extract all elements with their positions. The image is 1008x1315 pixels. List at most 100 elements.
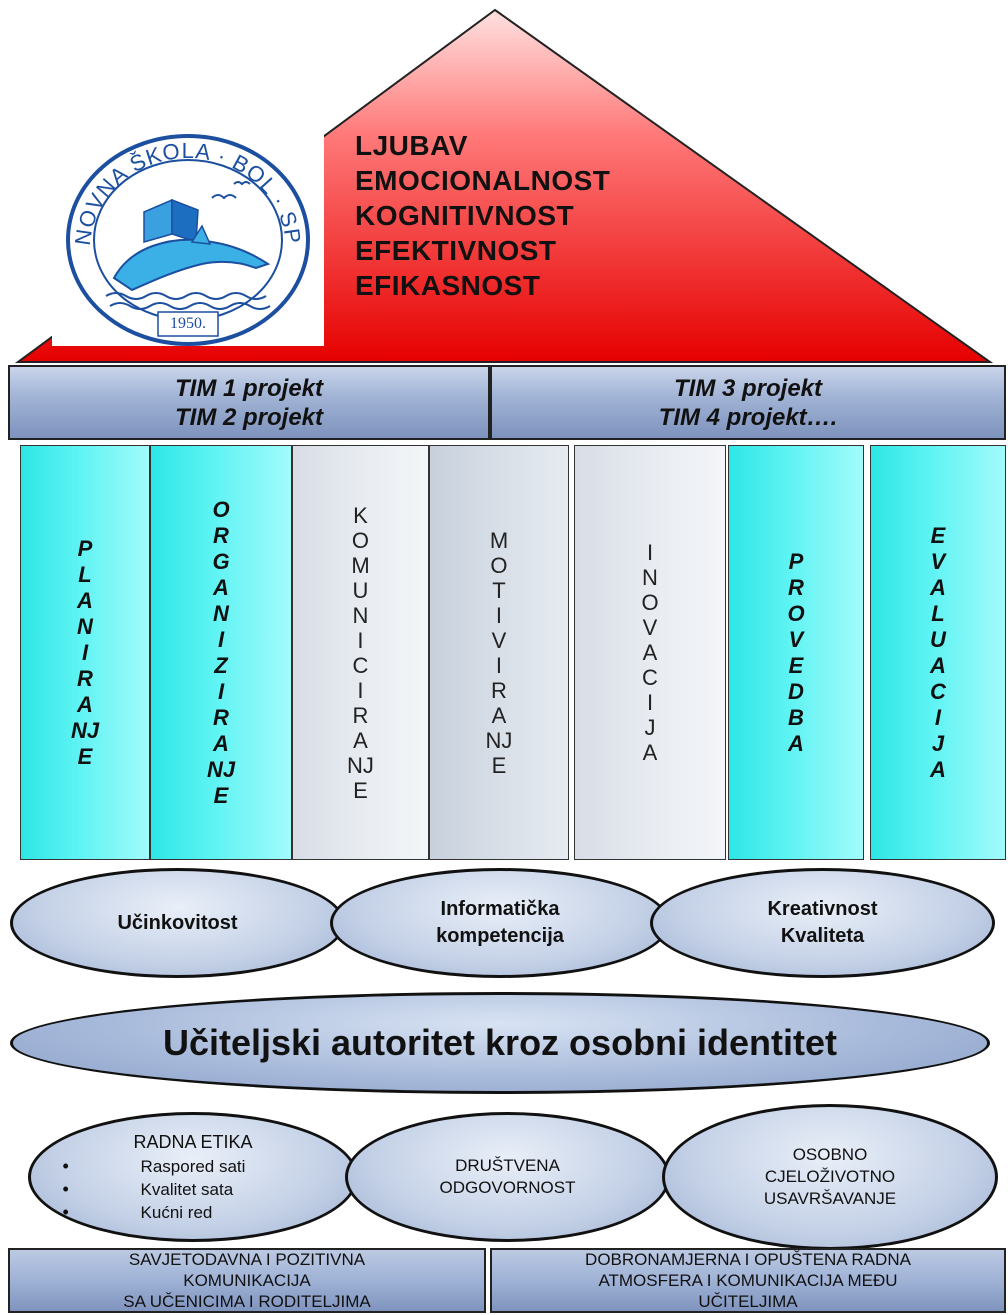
foundation-right: DOBRONAMJERNA I OPUŠTENA RADNA ATMOSFERA… bbox=[490, 1248, 1006, 1313]
foundation-line: UČITELJIMA bbox=[698, 1292, 798, 1311]
oval-text: Informatička bbox=[440, 898, 560, 920]
pillar-letter: N bbox=[352, 602, 369, 628]
pillar-letter: L bbox=[931, 600, 945, 626]
pillar-letter: J bbox=[931, 730, 945, 756]
pillar-letter: B bbox=[788, 704, 804, 730]
pillar-letter: A bbox=[77, 691, 93, 717]
pillar-letter: V bbox=[491, 627, 507, 653]
pillar-letter: I bbox=[646, 690, 654, 715]
pillar-letter: D bbox=[788, 678, 804, 704]
oval-informaticka-kompetencija: Informatička kompetencija bbox=[330, 868, 670, 978]
pillar-letter: V bbox=[930, 548, 946, 574]
oval-ucinkovitost: Učinkovitost bbox=[10, 868, 345, 978]
pillar-letter: P bbox=[77, 535, 93, 561]
oval-text: DRUŠTVENA bbox=[455, 1156, 560, 1175]
roof-values: LJUBAV EMOCIONALNOST KOGNITIVNOST EFEKTI… bbox=[355, 128, 610, 303]
pillar-letter: C bbox=[352, 652, 369, 678]
foundation-left: SAVJETODAVNA I POZITIVNA KOMUNIKACIJA SA… bbox=[8, 1248, 486, 1313]
pillar-letter: A bbox=[77, 587, 93, 613]
pillar-letter: N bbox=[642, 565, 658, 590]
pillar-letter: P bbox=[788, 548, 804, 574]
pillar-letter: A bbox=[930, 652, 946, 678]
pillar-letter: I bbox=[357, 677, 364, 703]
oval-kreativnost-kvaliteta: Kreativnost Kvaliteta bbox=[650, 868, 995, 978]
value-item: LJUBAV bbox=[355, 130, 468, 161]
pillar-letter: V bbox=[642, 615, 658, 640]
foundation-line: SA UČENICIMA I RODITELJIMA bbox=[123, 1292, 371, 1311]
beam-line: TIM 2 projekt bbox=[174, 403, 324, 431]
pillar-letter: A bbox=[930, 756, 946, 782]
oval-text: USAVRŠAVANJE bbox=[763, 1189, 897, 1208]
pillar-letter: U bbox=[352, 577, 369, 603]
pillar-letter: L bbox=[78, 561, 92, 587]
pillar-letter: J bbox=[644, 715, 656, 740]
pillar-letter: E bbox=[788, 652, 804, 678]
pillar-letter: I bbox=[357, 627, 364, 653]
oval-title: RADNA ETIKA bbox=[133, 1131, 253, 1152]
foundation-line: KOMUNIKACIJA bbox=[183, 1271, 311, 1290]
pillar-letter: C bbox=[642, 665, 658, 690]
oval-text: ODGOVORNOST bbox=[439, 1178, 576, 1197]
pillar-letter: O bbox=[787, 600, 805, 626]
beam-line: TIM 3 projekt bbox=[673, 374, 823, 402]
pillar-letter: R bbox=[788, 574, 804, 600]
foundation-line: SAVJETODAVNA I POZITIVNA bbox=[128, 1250, 366, 1269]
beam-line: TIM 4 projekt…. bbox=[658, 403, 838, 431]
value-item: EFEKTIVNOST bbox=[355, 235, 557, 266]
list-item: Raspored sati bbox=[63, 1155, 246, 1178]
pillar-letter: O bbox=[490, 552, 508, 578]
main-oval-text: Učiteljski autoritet kroz osobni identit… bbox=[162, 1022, 838, 1063]
pillar-letter: I bbox=[217, 626, 225, 652]
list-item: Kućni red bbox=[63, 1201, 246, 1224]
pillar-letter: E bbox=[77, 743, 93, 769]
pillar-letter: NJ bbox=[485, 727, 513, 753]
pillar-letter: V bbox=[788, 626, 804, 652]
pillar-letter: O bbox=[351, 527, 370, 553]
oval-text: Kreativnost bbox=[767, 898, 878, 920]
pillar-letter: E bbox=[353, 777, 368, 803]
beam-left: TIM 1 projekt TIM 2 projekt bbox=[8, 365, 490, 440]
value-item: EMOCIONALNOST bbox=[355, 165, 611, 196]
pillar-letter: K bbox=[353, 502, 368, 528]
pillar-letter: A bbox=[213, 730, 229, 756]
pillar-letter: N bbox=[77, 613, 93, 639]
foundation-line: DOBRONAMJERNA I OPUŠTENA RADNA bbox=[585, 1250, 911, 1269]
oval-text: OSOBNO bbox=[792, 1145, 868, 1164]
pillar-letter: A bbox=[642, 640, 658, 665]
pillar-letter: NJ bbox=[70, 717, 100, 743]
pillar-letter: E bbox=[930, 522, 946, 548]
pillar-letter: I bbox=[495, 652, 503, 678]
pillar-letter: M bbox=[351, 552, 370, 578]
pillar-letter: I bbox=[495, 602, 503, 628]
pillar-letter: M bbox=[489, 527, 509, 553]
pillar-letter: R bbox=[77, 665, 93, 691]
foundation-line: ATMOSFERA I KOMUNIKACIJA MEĐU bbox=[598, 1271, 898, 1290]
pillar-letter: O bbox=[212, 496, 230, 522]
pillar-letter: R bbox=[491, 677, 507, 703]
pillar-letter: Z bbox=[214, 652, 228, 678]
pillar-letter: R bbox=[213, 704, 229, 730]
oval-radna-etika: RADNA ETIKA Raspored sati Kvalitet sata … bbox=[28, 1112, 358, 1242]
pillar-letter: N bbox=[213, 600, 229, 626]
pillar-letter: I bbox=[81, 639, 89, 665]
pillar-letter: A bbox=[930, 574, 946, 600]
pillar-letter: O bbox=[641, 590, 659, 615]
oval-text: Učinkovitost bbox=[117, 911, 238, 934]
pillar-letter: C bbox=[930, 678, 946, 704]
pillar-letter: R bbox=[213, 522, 229, 548]
school-logo: OSNOVNA ŠKOLA · BOL · SPLIT 1950. bbox=[52, 130, 324, 346]
value-item: KOGNITIVNOST bbox=[355, 200, 575, 231]
pillar-letter: R bbox=[352, 702, 369, 728]
pillar-letter: T bbox=[492, 577, 506, 603]
oval-text: Kvaliteta bbox=[780, 925, 865, 947]
